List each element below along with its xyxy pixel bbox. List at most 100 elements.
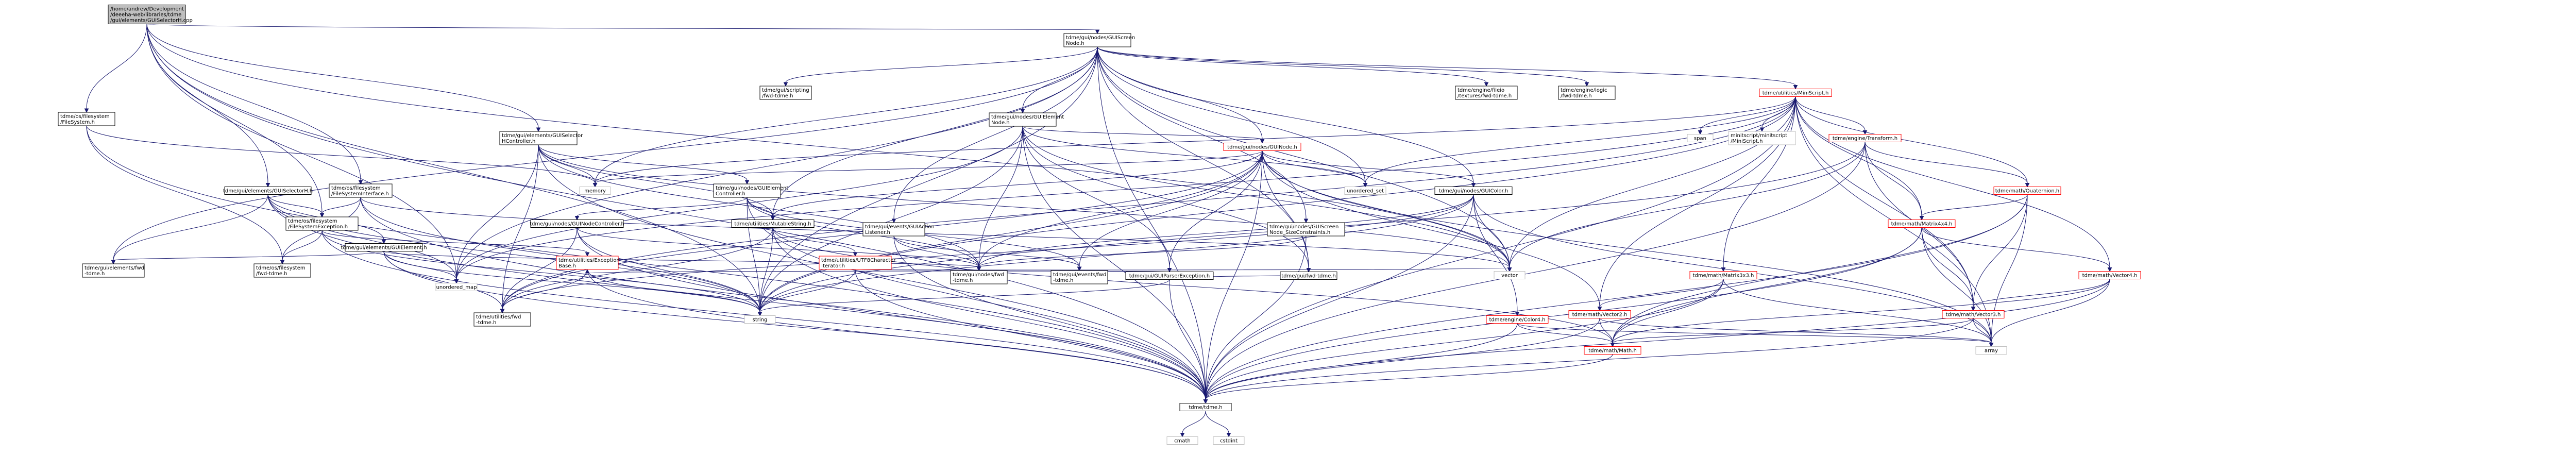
edge-guiparserexception_h-to-exceptionbase_h <box>587 271 1170 274</box>
edge-guielementcontroller_h-to-guinodecontroller_h <box>577 197 748 216</box>
edge-guinode_h-to-gui_fwd_h <box>1262 150 1309 268</box>
node-transform-h[interactable]: tdme/engine/Transform.h <box>1828 134 1902 142</box>
node-box <box>1179 403 1232 411</box>
node-nodes-fwd-h[interactable]: tdme/gui/nodes/fwd-tdme.h <box>950 270 1008 284</box>
node-elements-guiselectorh-h[interactable]: tdme/gui/elements/GUISelectorH.h <box>223 187 313 195</box>
node-gui-fwd-h[interactable]: tdme/gui/fwd-tdme.h <box>1280 272 1337 280</box>
edge-matrix4x4_h-to-array <box>1921 227 1992 343</box>
node-color4-h[interactable]: tdme/engine/Color4.h <box>1486 315 1549 324</box>
node-matrix4x4-h[interactable]: tdme/math/Matrix4x4.h <box>1888 220 1956 228</box>
node-box <box>1434 187 1513 195</box>
edge-arrowhead <box>454 279 459 284</box>
node-elements-fwd-h[interactable]: tdme/gui/elements/fwd-tdme.h <box>82 263 145 278</box>
edge-vector3_h-to-array <box>1973 318 1992 343</box>
node-label-line: vector <box>1501 273 1518 279</box>
node-label-line: Controller.h <box>716 191 745 197</box>
edge-utf8_h-to-tdme_h <box>855 269 1206 400</box>
node-quaternion-h[interactable]: tdme/math/Quaternion.h <box>1993 187 2061 195</box>
node-root[interactable]: /home/andrew/Development/deeeha-web/libr… <box>108 5 193 24</box>
node-label-line: -tdme.h <box>476 320 496 326</box>
edge-guiselectorhcontroller_h-to-tdme_h <box>538 144 1206 400</box>
node-matrix3x3-h[interactable]: tdme/math/Matrix3x3.h <box>1689 271 1757 279</box>
node-guinodecontroller-h[interactable]: tdme/gui/nodes/GUINodeController.h <box>530 220 624 228</box>
node-vector3-h[interactable]: tdme/math/Vector3.h <box>1942 310 2005 318</box>
node-guielement-h[interactable]: tdme/gui/elements/GUIElement.h <box>341 243 427 251</box>
node-logic-fwd-h[interactable]: tdme/engine/logic/fwd-tdme.h <box>1558 86 1616 100</box>
edge-vector4_h-to-array <box>1991 279 2110 343</box>
node-label-line: /fwd-tdme.h <box>256 271 287 277</box>
edge-root-to-os_filesystem_h <box>86 24 147 109</box>
node-guiparserexception-h[interactable]: tdme/gui/GUIParserException.h <box>1125 272 1214 280</box>
edge-matrix4x4_h-to-math_h <box>1612 227 1922 343</box>
edge-minitscript_h-to-matrix4x4_h <box>1795 96 1922 216</box>
node-label-line: tdme/gui/nodes/GUINodeController.h <box>530 222 624 227</box>
node-os-filesystem-ifs-h[interactable]: tdme/os/filesystem/FileSystemInterface.h <box>329 183 393 198</box>
node-box <box>1975 346 2007 355</box>
edge-arrowhead <box>1020 109 1025 114</box>
edge-mutablestring_h-to-utilities_fwd_h <box>502 227 773 310</box>
node-label-line: tdme/gui/elements/fwd <box>84 265 144 271</box>
edge-guiselectorhcontroller_h-to-vector <box>538 144 1510 268</box>
node-label-line: tdme/math/Math.h <box>1588 348 1637 354</box>
edge-arrowhead <box>381 240 386 244</box>
node-box <box>1689 271 1757 279</box>
edge-arrowhead <box>1306 268 1311 273</box>
node-events-fwd-h[interactable]: tdme/gui/events/fwd-tdme.h <box>1050 270 1108 284</box>
node-cmath: cmath <box>1166 436 1198 445</box>
node-vector4-h[interactable]: tdme/math/Vector4.h <box>2078 271 2141 279</box>
edge-root-to-tdme_h <box>146 24 1206 400</box>
node-utilities-fwd-h[interactable]: tdme/utilities/fwd-tdme.h <box>473 312 531 327</box>
node-mutablestring-h[interactable]: tdme/utilities/MutableString.h <box>731 220 815 228</box>
edge-guiselectorhcontroller_h-to-utilities_fwd_h <box>502 144 539 310</box>
node-tdme-h[interactable]: tdme/tdme.h <box>1179 403 1232 411</box>
edge-guielementnode_h-to-nodes_fwd_h <box>978 126 1023 267</box>
node-fileview-fwd-h[interactable]: tdme/engine/fileio/textures/fwd-tdme.h <box>1455 86 1518 100</box>
edge-quaternion_h-to-vector3_h <box>1973 194 2028 307</box>
node-label-line: tdme/gui/GUIParserException.h <box>1129 274 1210 279</box>
node-sizeconstraints-h[interactable]: tdme/gui/nodes/GUIScreenNode_SizeConstra… <box>1267 222 1345 237</box>
edge-guiparserexception_h-to-tdme_h <box>1169 279 1206 400</box>
node-guiselectorhcontroller-h[interactable]: tdme/gui/elements/GUISelectorHController… <box>499 131 583 145</box>
node-fse-h[interactable]: tdme/os/filesystem/FileSystemException.h <box>285 216 359 231</box>
node-fs-fwd-h[interactable]: tdme/os/filesystem/fwd-tdme.h <box>253 263 311 278</box>
node-label-line: unordered_set <box>1347 189 1384 194</box>
edge-arrowhead <box>1610 343 1615 347</box>
node-scripting-fwd-h[interactable]: tdme/gui/scripting/fwd-tdme.h <box>759 86 812 100</box>
node-box <box>1267 222 1345 237</box>
node-box <box>759 86 812 100</box>
node-cstdint: cstdint <box>1213 436 1245 445</box>
node-box <box>989 112 1057 127</box>
edge-transform_h-to-quaternion_h <box>1865 142 2028 183</box>
edge-sizeconstraints_h-to-nodes_fwd_h <box>978 235 1307 267</box>
node-label-line: tdme/gui/nodes/GUIScreen <box>1269 224 1338 230</box>
edge-vector4_h-to-vector3_h <box>1973 279 2110 307</box>
edge-elements_guiselectorh_h-to-elements_fwd_h <box>113 194 268 261</box>
edge-arrowhead <box>976 266 981 272</box>
edge-guiactionlistener_h-to-events_fwd_h <box>893 235 1080 267</box>
edge-guiactionlistener_h-to-tdme_h <box>893 235 1206 400</box>
node-box <box>435 283 478 291</box>
edge-root-to-unordered_map <box>146 24 457 280</box>
node-box <box>819 256 892 270</box>
node-minitscript-h[interactable]: tdme/utilities/MiniScript.h <box>1759 89 1832 97</box>
edge-arrowhead <box>1203 399 1208 404</box>
edge-guicolor_h-to-vector <box>1473 194 1510 268</box>
node-vector2-h[interactable]: tdme/math/Vector2.h <box>1568 310 1631 318</box>
node-math-h[interactable]: tdme/math/Math.h <box>1584 346 1641 355</box>
node-os-filesystem-h[interactable]: tdme/os/filesystem/FileSystem.h <box>58 112 115 126</box>
node-guinode-h[interactable]: tdme/gui/nodes/GUINode.h <box>1223 143 1301 151</box>
node-box <box>1455 86 1518 100</box>
node-box <box>950 270 1008 284</box>
node-label-line: tdme/tdme.h <box>1189 405 1222 411</box>
node-guicolor-h[interactable]: tdme/gui/nodes/GUIColor.h <box>1434 187 1513 195</box>
edge-tdme_h-to-cstdint <box>1205 411 1229 433</box>
edge-os_filesystem_ifs_h-to-fse_h <box>321 197 361 214</box>
edge-minitscript_h-to-transform_h <box>1795 96 1866 131</box>
node-box <box>1223 143 1301 151</box>
